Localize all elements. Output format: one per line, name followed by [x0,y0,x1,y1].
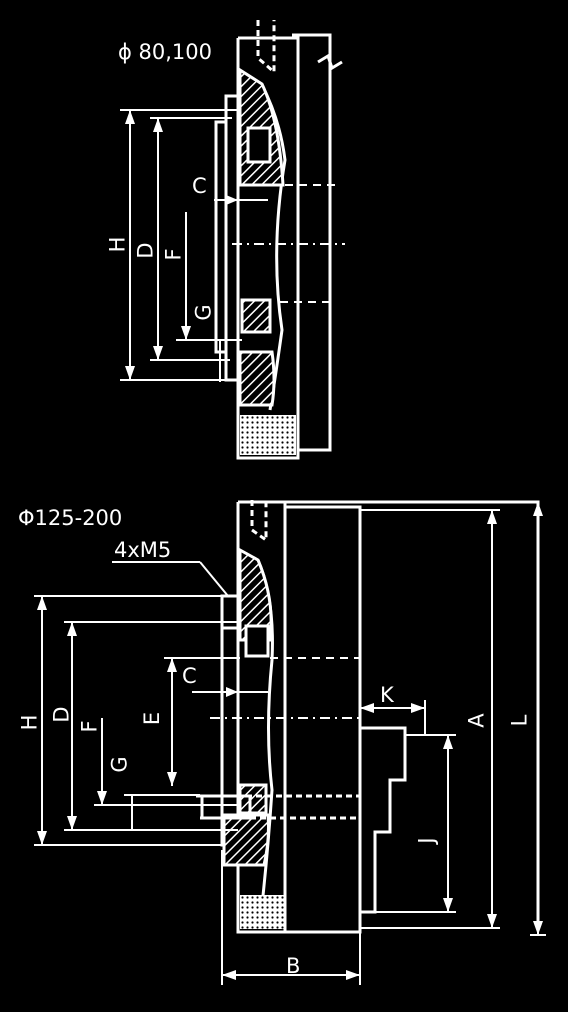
lower-hatch-top [240,550,271,640]
lower-adapter-plate [222,596,238,845]
lower-label-E: E [140,711,165,726]
upper-label-H: H [105,236,130,253]
lower-title: Φ125-200 [18,506,123,530]
lower-bolt [252,500,266,540]
upper-bolt [258,20,274,72]
lower-outer-housing [285,502,538,925]
upper-body-outline [238,38,298,458]
lower-screw [196,796,360,818]
upper-label-G: G [191,304,216,321]
lower-label-J: J [414,837,439,844]
lower-label-F: F [77,720,102,733]
upper-inner-profile [262,85,285,410]
lower-label-L: L [507,714,532,727]
upper-housing-outline [292,35,330,450]
lower-label-D: D [49,706,74,723]
lower-label-H: H [17,714,42,731]
upper-label-C: C [192,174,207,198]
lower-label-B: B [286,954,301,978]
upper-title: ϕ 80,100 [118,40,213,64]
upper-knurled-ring [240,415,296,455]
lower-label-A: A [464,713,489,728]
upper-hatch-middle [242,300,270,332]
upper-label-F: F [161,248,186,261]
lower-jaw-housing [285,507,360,932]
lower-label-G: G [107,756,132,773]
lower-thread-label: 4xM5 [114,538,172,562]
lower-label-C: C [182,664,197,688]
upper-slot [248,128,270,162]
upper-dimension-lines [120,110,345,382]
lower-jaw-steps [360,728,405,912]
upper-label-D: D [133,242,158,259]
lower-screw-head [202,796,250,818]
lower-hatch-middle [240,785,266,813]
upper-break-mark [318,56,342,68]
lower-label-K: K [380,683,394,707]
upper-chuck-section [216,20,342,458]
lower-hatch-bottom [224,815,269,865]
upper-hatch-bottom [240,352,274,405]
lower-knurled-ring [240,895,284,929]
upper-adapter-plate [226,96,238,380]
lower-dimension-lines [34,502,546,985]
lower-slot [246,626,268,656]
